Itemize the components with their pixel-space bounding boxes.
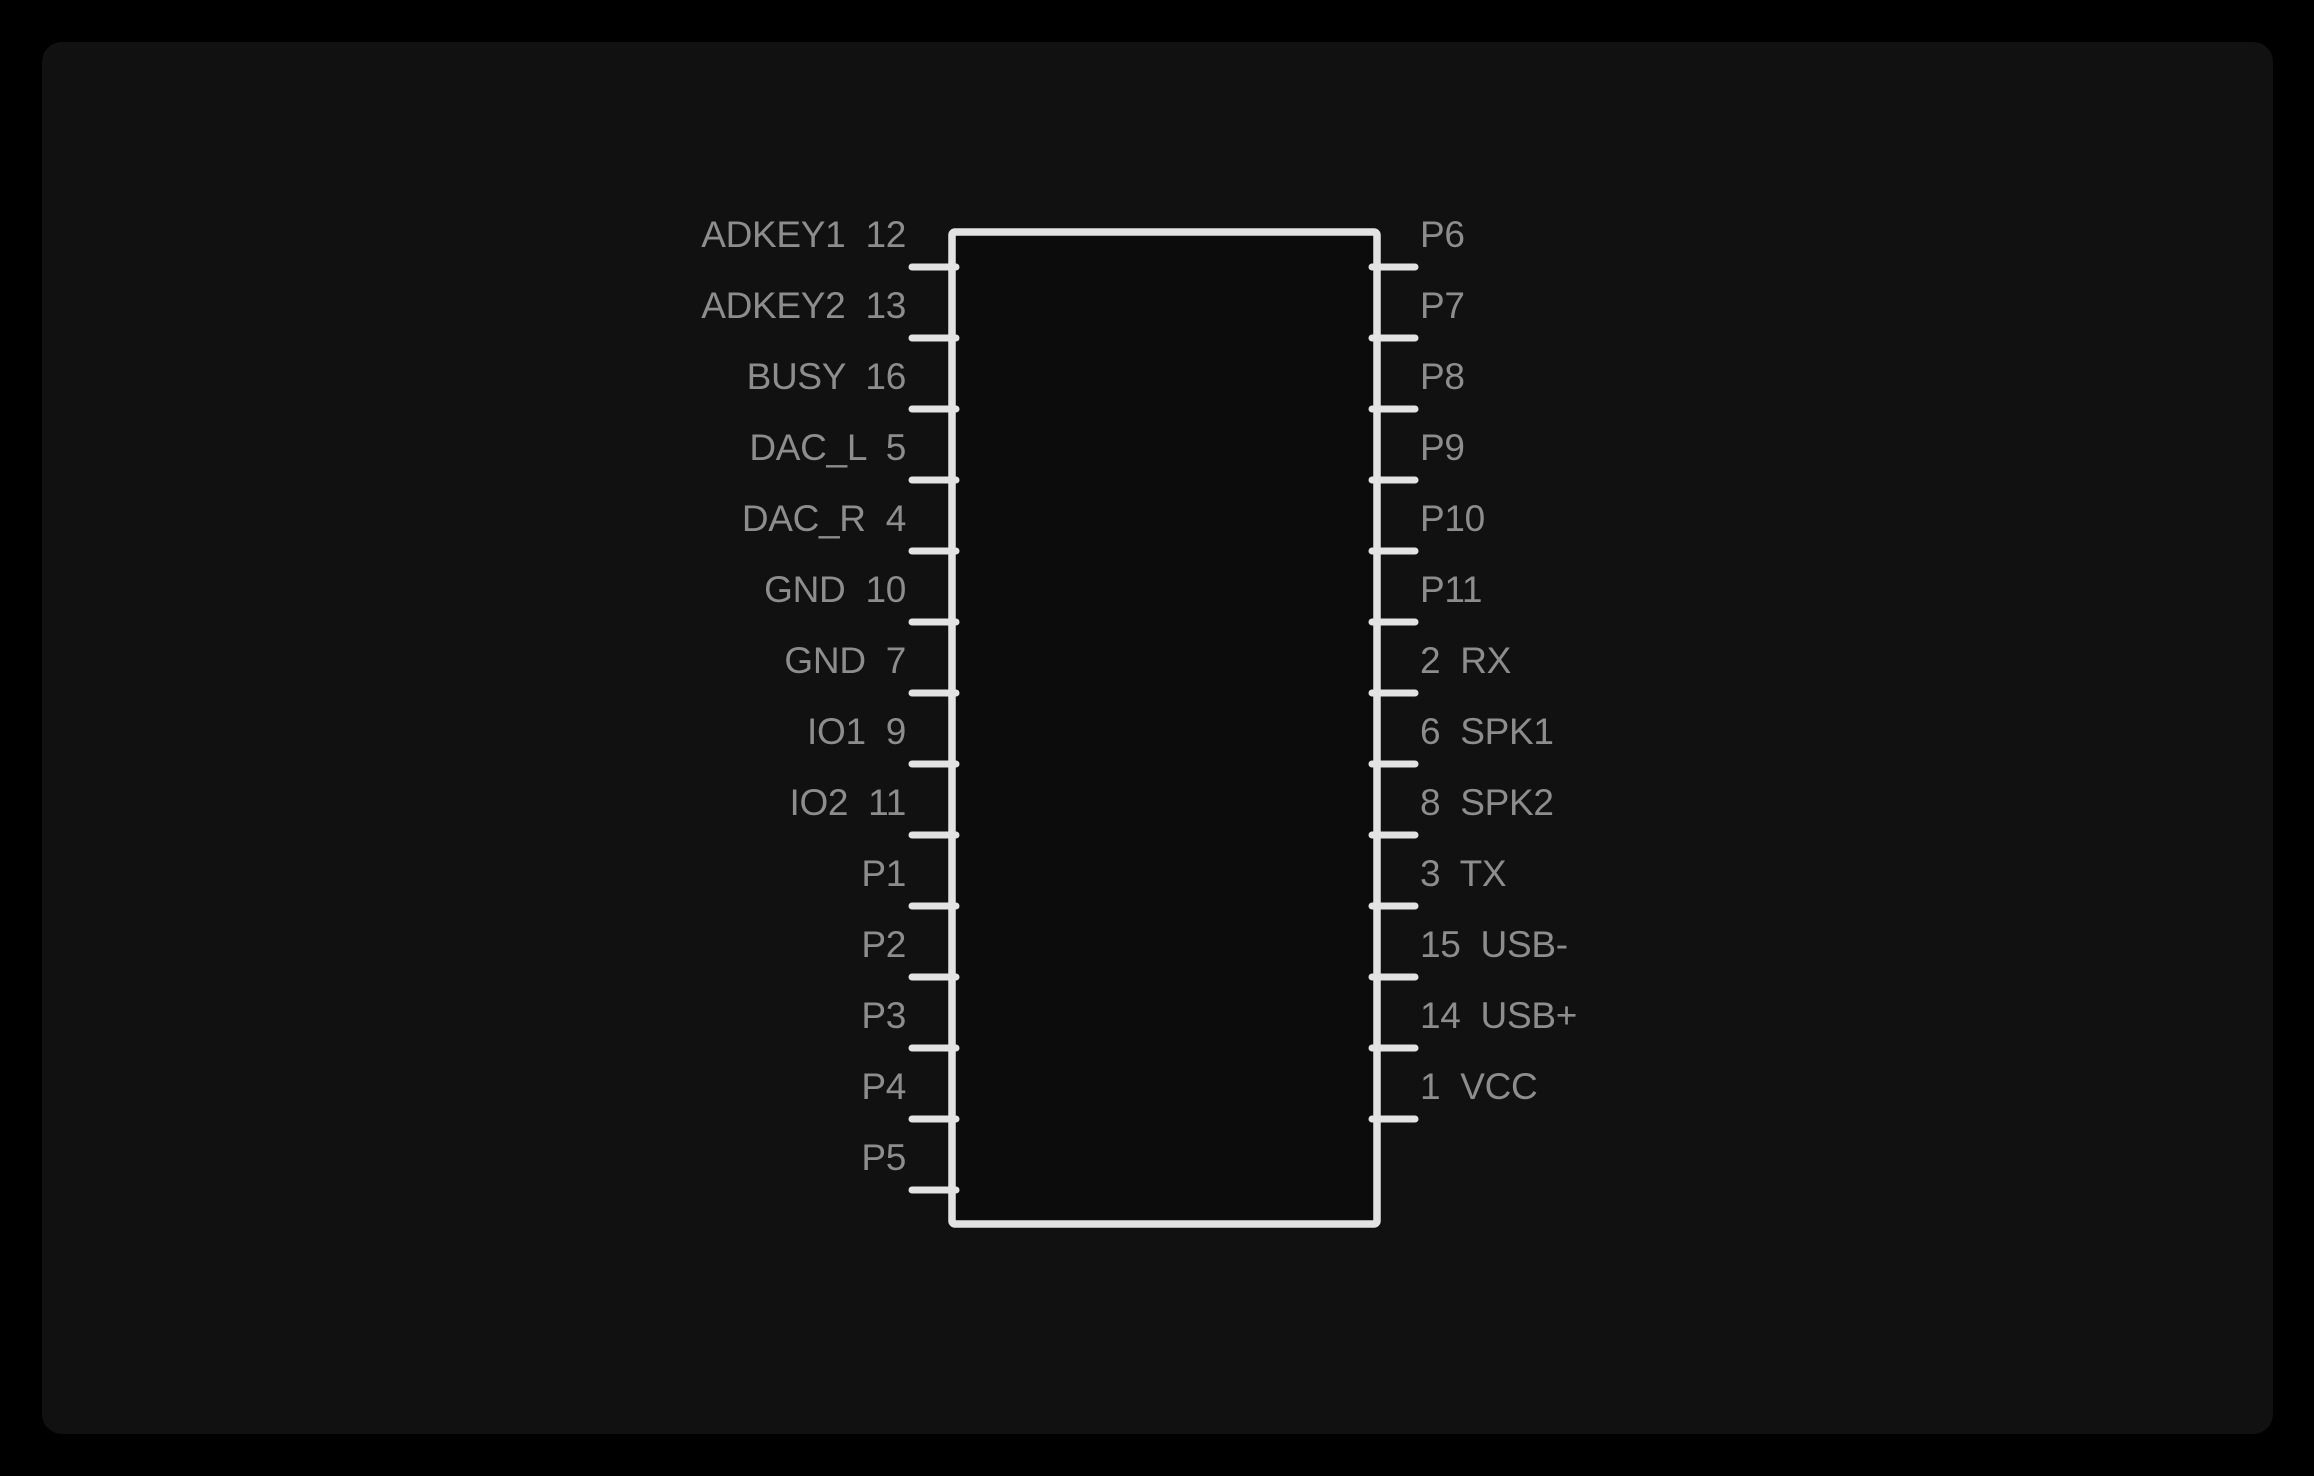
pin-label-p5: P5 (861, 1137, 906, 1178)
pin-label-p11: P11 (1420, 569, 1483, 610)
pin-label-usb-minus: 15 USB- (1420, 924, 1568, 965)
pin-label-p9: P9 (1420, 427, 1465, 468)
pin-label-p7: P7 (1420, 285, 1465, 326)
pin-label-adkey2: ADKEY2 13 (701, 285, 906, 326)
pin-label-io2: IO2 11 (789, 782, 906, 823)
pin-label-busy: BUSY 16 (746, 356, 907, 397)
pin-label-dac-r: DAC_R 4 (741, 498, 906, 539)
pin-label-p2: P2 (861, 924, 906, 965)
pin-label-p8: P8 (1420, 356, 1465, 397)
pin-label-spk1: 6 SPK1 (1420, 711, 1554, 752)
pin-label-p1: P1 (861, 853, 906, 894)
pin-label-io1: IO1 9 (807, 711, 906, 752)
pin-label-p4: P4 (861, 1066, 906, 1107)
chip-body[interactable] (948, 228, 1381, 1228)
pin-label-p10: P10 (1420, 498, 1485, 539)
pin-label-tx: 3 TX (1420, 853, 1507, 894)
pin-label-usb-plus: 14 USB+ (1420, 995, 1578, 1036)
pin-label-gnd-10: GND 10 (764, 569, 906, 610)
pin-label-adkey1: ADKEY1 12 (701, 214, 906, 255)
pin-label-p3: P3 (861, 995, 906, 1036)
pin-label-spk2: 8 SPK2 (1420, 782, 1554, 823)
pin-label-vcc: 1 VCC (1420, 1066, 1538, 1107)
pin-label-rx: 2 RX (1420, 640, 1512, 681)
pin-label-p6: P6 (1420, 214, 1465, 255)
pin-label-dac-l: DAC_L 5 (749, 427, 906, 468)
pin-label-gnd-7: GND 7 (784, 640, 906, 681)
